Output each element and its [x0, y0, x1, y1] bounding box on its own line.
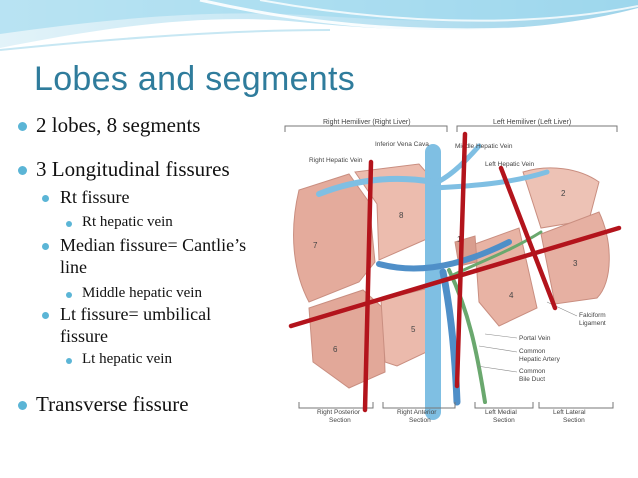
section-right-anterior-1: Right Anterior — [397, 409, 437, 416]
segment-4: 4 — [509, 291, 514, 300]
right-fissure-line — [362, 159, 374, 413]
bullet-text: Lt fissure= umbilical — [60, 304, 212, 324]
label-falciform: Falciform — [579, 312, 606, 319]
section-labels: Right Posterior Section Right Anterior S… — [317, 409, 586, 424]
bullet-text: Transverse fissure — [36, 392, 189, 416]
bullet-text: 3 Longitudinal fissures — [36, 157, 230, 181]
header-wave-banner — [0, 0, 638, 51]
left-fissure-line — [498, 165, 558, 311]
segment-2: 2 — [561, 189, 566, 198]
section-brackets — [298, 402, 614, 409]
segment-7: 7 — [313, 241, 318, 250]
liver-diagram: Right Hemiliver (Right Liver) Left Hemil… — [284, 119, 622, 424]
bullet-dot — [42, 195, 49, 202]
bullet-text: fissure — [60, 326, 108, 346]
label-portal-vein: Portal Vein — [519, 335, 551, 342]
page-title: Lobes and segments — [34, 60, 356, 98]
label-left-hepatic-vein: Left Hepatic Vein — [485, 161, 535, 168]
section-left-lateral-2: Section — [563, 417, 585, 424]
header-right-hemiliver: Right Hemiliver (Right Liver) — [323, 119, 411, 126]
segment-8: 8 — [399, 211, 404, 220]
bullet-text: Lt hepatic vein — [82, 351, 172, 367]
label-ligament: Ligament — [579, 320, 606, 327]
label-ivc: Inferior Vena Cava — [375, 141, 429, 148]
section-right-posterior-1: Right Posterior — [317, 409, 361, 416]
bullet-dot — [18, 166, 27, 175]
label-common-bile-duct-2: Bile Duct — [519, 376, 545, 383]
bullet-dot — [42, 243, 49, 250]
section-left-lateral-1: Left Lateral — [553, 409, 586, 416]
bullet-dot — [18, 401, 27, 410]
segment-6: 6 — [333, 345, 338, 354]
bullet-text: Middle hepatic vein — [82, 285, 202, 301]
section-right-anterior-2: Section — [409, 417, 431, 424]
label-common-hepatic-artery-2: Hepatic Artery — [519, 356, 561, 363]
bullet-dot — [66, 221, 72, 227]
header-left-hemiliver: Left Hemiliver (Left Liver) — [493, 119, 571, 126]
bullet-text: Rt hepatic vein — [82, 214, 173, 230]
bullet-dot — [42, 312, 49, 319]
bullet-text: Median fissure= Cantlie’s — [60, 235, 247, 255]
label-middle-hepatic-vein: Middle Hepatic Vein — [455, 143, 513, 150]
label-common-hepatic-artery-1: Common — [519, 348, 546, 355]
segment-3: 3 — [573, 259, 578, 268]
hemiliver-brackets — [284, 125, 618, 132]
bullet-text: Rt fissure — [60, 187, 130, 207]
segment-5: 5 — [411, 325, 416, 334]
bullet-text: line — [60, 257, 87, 277]
bullet-dot — [18, 122, 27, 131]
label-right-hepatic-vein: Right Hepatic Vein — [309, 157, 363, 164]
bullet-text: 2 lobes, 8 segments — [36, 113, 201, 137]
bullet-dot — [66, 358, 72, 364]
section-left-medial-1: Left Medial — [485, 409, 517, 416]
bullet-dot — [66, 292, 72, 298]
transverse-fissure-line — [288, 225, 622, 329]
liver-body — [293, 163, 610, 389]
structure-labels: Inferior Vena Cava Middle Hepatic Vein R… — [309, 141, 606, 383]
label-common-bile-duct-1: Common — [519, 368, 546, 375]
section-right-posterior-2: Section — [329, 417, 351, 424]
section-left-medial-2: Section — [493, 417, 515, 424]
fissure-lines — [288, 131, 622, 413]
liver-segments-figure: Right Hemiliver (Right Liver) Left Hemil… — [279, 112, 623, 424]
median-fissure-line — [454, 131, 468, 389]
